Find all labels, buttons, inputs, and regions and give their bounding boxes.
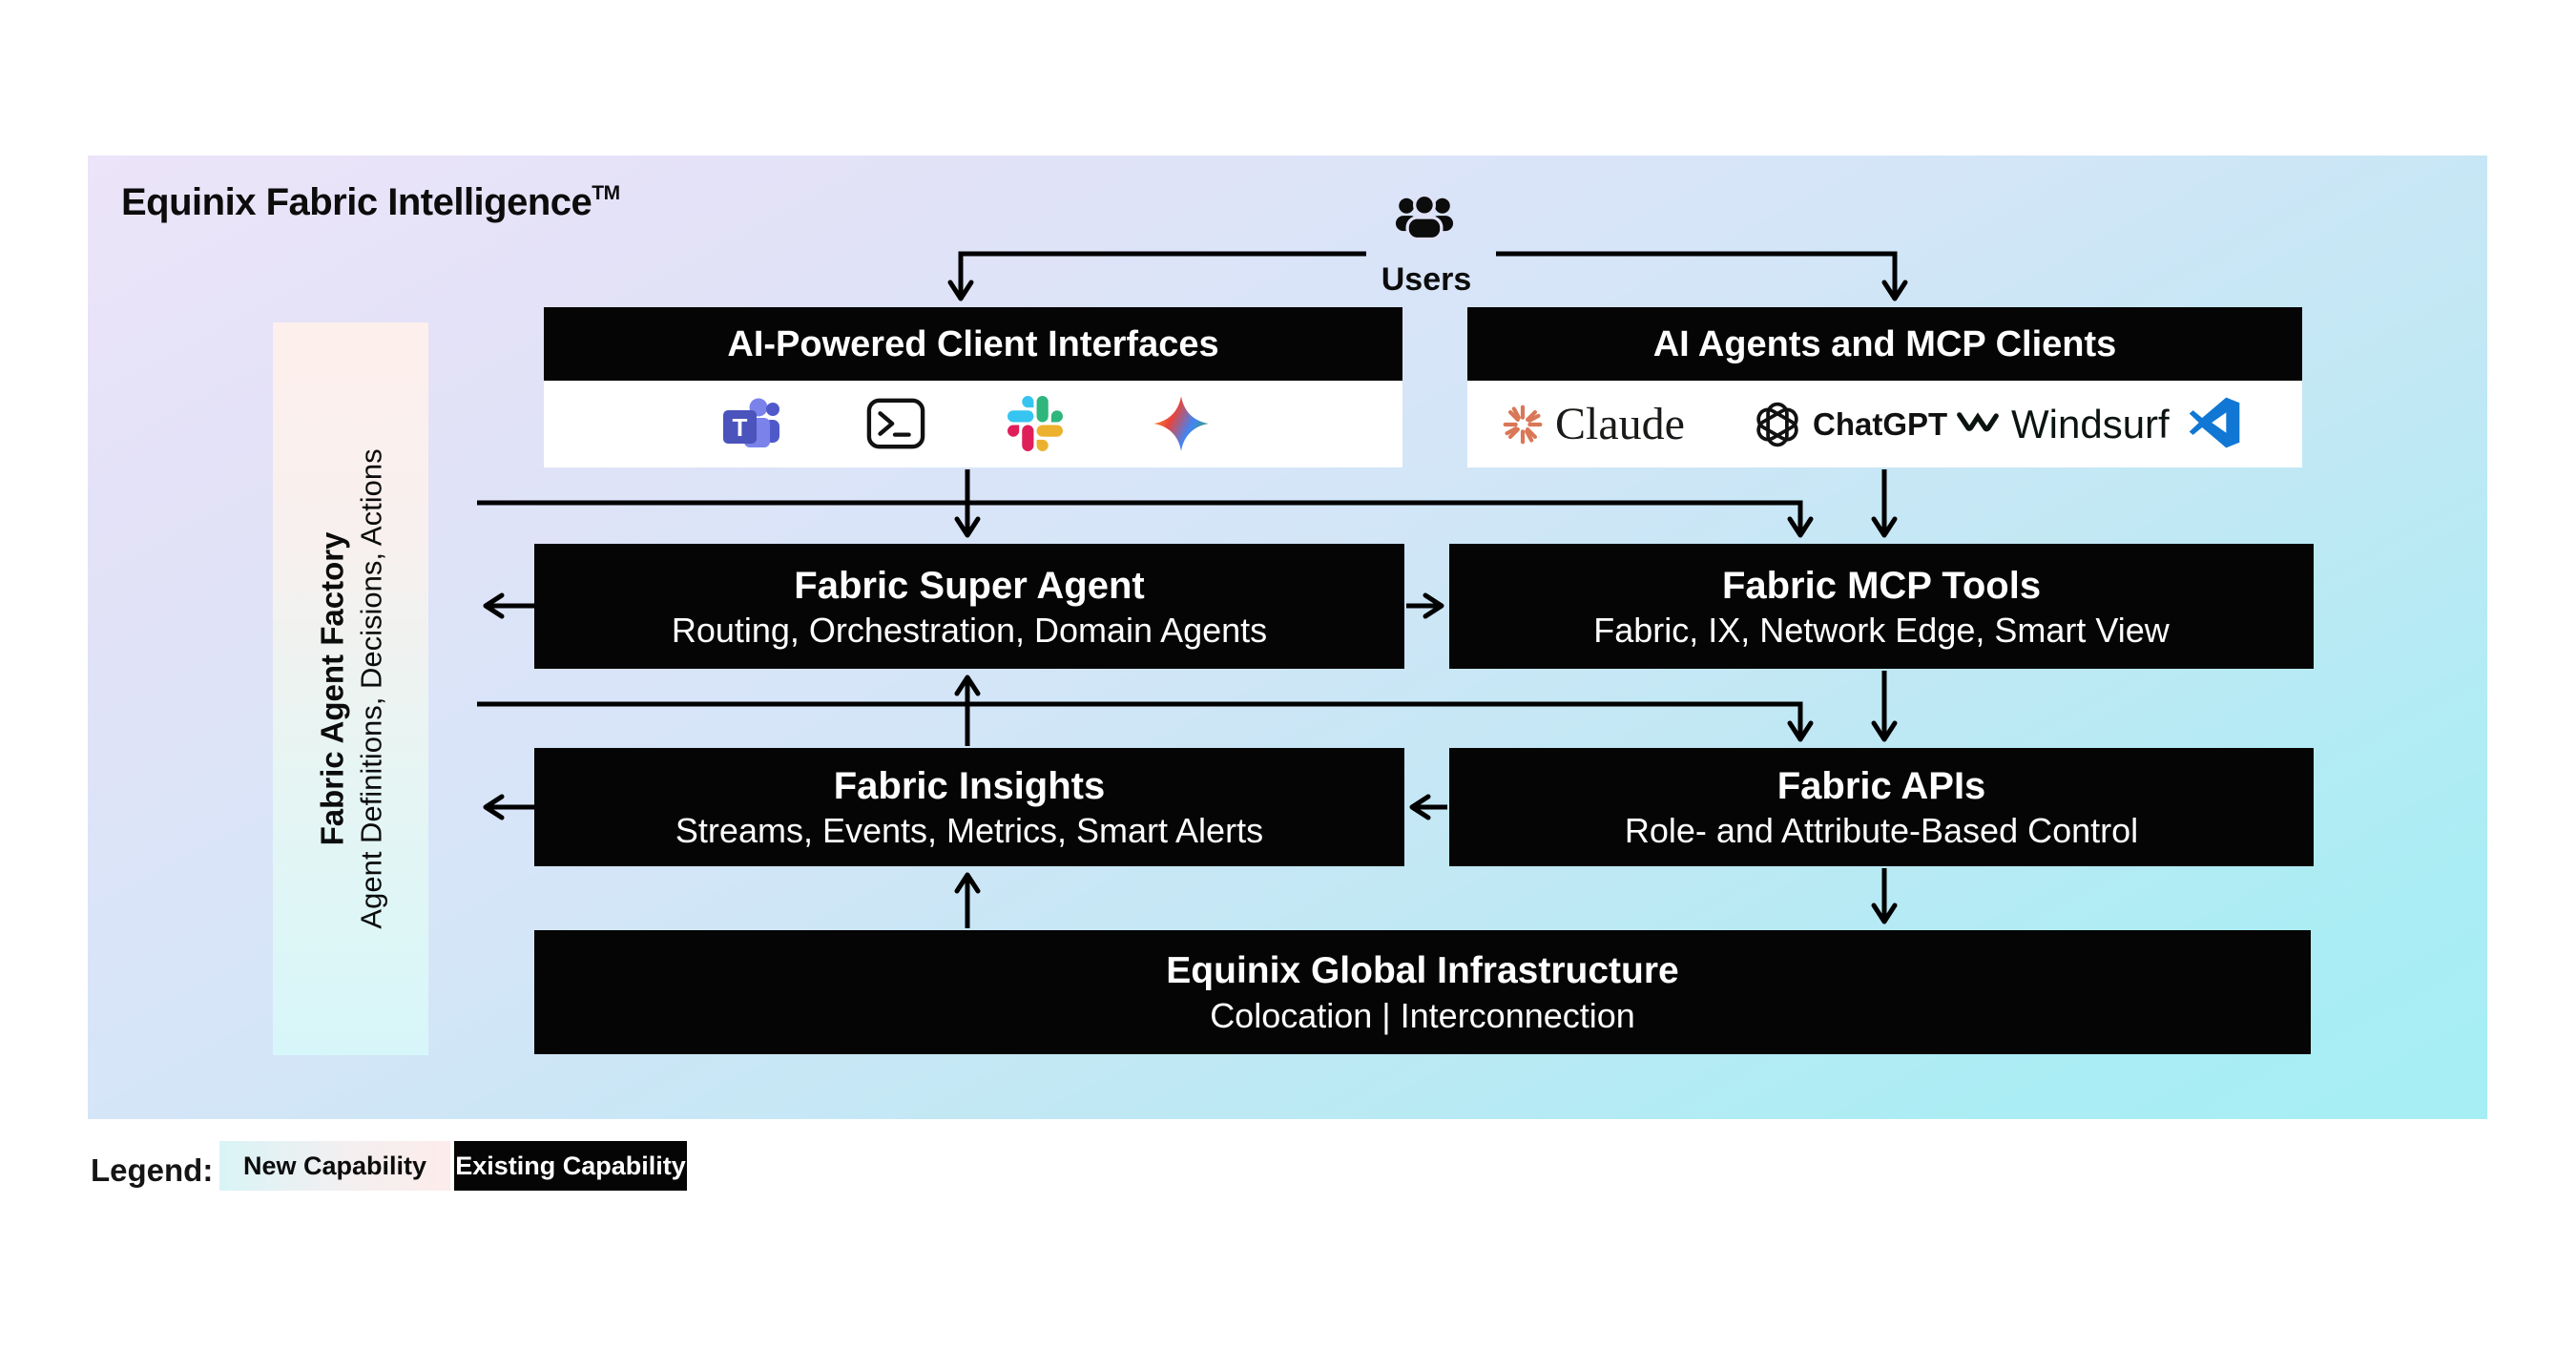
openai-icon xyxy=(1756,402,1798,447)
chatgpt-logo: ChatGPT xyxy=(1754,401,1947,448)
gemini-icon xyxy=(1153,396,1209,451)
box-fabric-apis: Fabric APIs Role- and Attribute-Based Co… xyxy=(1449,748,2314,866)
claude-starburst-icon xyxy=(1503,405,1543,444)
legend-existing-capability-chip: Existing Capability xyxy=(454,1141,687,1191)
claude-logo: Claude xyxy=(1502,398,1685,450)
terminal-icon xyxy=(866,398,925,449)
trademark-sup: TM xyxy=(592,181,620,204)
claude-wordmark: Claude xyxy=(1555,399,1685,449)
users-label: Users xyxy=(1381,261,1472,298)
legend-new-capability-text: New Capability xyxy=(242,1151,427,1180)
chatgpt-wordmark: ChatGPT xyxy=(1813,406,1948,442)
equinix-global-infrastructure-title: Equinix Global Infrastructure xyxy=(1166,950,1679,991)
legend-new-capability-chip: New Capability xyxy=(219,1141,450,1191)
microsoft-teams-icon: T xyxy=(723,398,779,447)
windsurf-icon xyxy=(1957,412,1999,432)
fabric-apis-title: Fabric APIs xyxy=(1776,765,1986,807)
page-title: Equinix Fabric IntelligenceTM xyxy=(121,181,620,224)
box-fabric-super-agent: Fabric Super Agent Routing, Orchestratio… xyxy=(534,544,1404,669)
header-ai-agents: AI Agents and MCP Clients xyxy=(1467,307,2302,381)
header-ai-agents-title: AI Agents and MCP Clients xyxy=(1652,323,2117,364)
box-equinix-global-infrastructure: Equinix Global Infrastructure Colocation… xyxy=(534,930,2311,1054)
fabric-insights-subtitle: Streams, Events, Metrics, Smart Alerts xyxy=(675,811,1264,850)
fabric-agent-factory-subtitle: Agent Definitions, Decisions, Actions xyxy=(353,448,387,929)
fabric-agent-factory-text: Fabric Agent Factory Agent Definitions, … xyxy=(273,322,428,1055)
slack-icon xyxy=(1008,396,1063,451)
legend-label: Legend: xyxy=(91,1152,214,1188)
fabric-super-agent-title: Fabric Super Agent xyxy=(794,564,1145,607)
header-client-interfaces: AI-Powered Client Interfaces xyxy=(544,307,1402,381)
fabric-apis-subtitle: Role- and Attribute-Based Control xyxy=(1624,811,2139,850)
box-fabric-insights: Fabric Insights Streams, Events, Metrics… xyxy=(534,748,1404,866)
fabric-super-agent-subtitle: Routing, Orchestration, Domain Agents xyxy=(671,610,1268,650)
fabric-insights-title: Fabric Insights xyxy=(833,765,1106,807)
header-client-interfaces-title: AI-Powered Client Interfaces xyxy=(727,323,1219,364)
client-interfaces-icon-strip: T xyxy=(544,381,1402,467)
windsurf-wordmark: Windsurf xyxy=(2011,402,2170,446)
fabric-mcp-tools-subtitle: Fabric, IX, Network Edge, Smart View xyxy=(1593,610,2170,650)
vscode-icon xyxy=(2189,397,2240,448)
fabric-mcp-tools-title: Fabric MCP Tools xyxy=(1721,564,2042,607)
box-fabric-mcp-tools: Fabric MCP Tools Fabric, IX, Network Edg… xyxy=(1449,544,2314,669)
ai-agents-logo-strip: Claude ChatGPT Windsurf xyxy=(1467,381,2302,467)
teams-letter: T xyxy=(733,413,748,442)
fabric-agent-factory-panel: Fabric Agent Factory Agent Definitions, … xyxy=(273,322,428,1055)
windsurf-logo: Windsurf xyxy=(1956,402,2170,447)
page-title-text: Equinix Fabric Intelligence xyxy=(121,181,592,223)
legend-existing-capability-text: Existing Capability xyxy=(455,1151,686,1180)
users-icon xyxy=(1395,194,1454,241)
equinix-global-infrastructure-subtitle: Colocation | Interconnection xyxy=(1210,996,1635,1035)
fabric-agent-factory-title: Fabric Agent Factory xyxy=(313,531,349,846)
